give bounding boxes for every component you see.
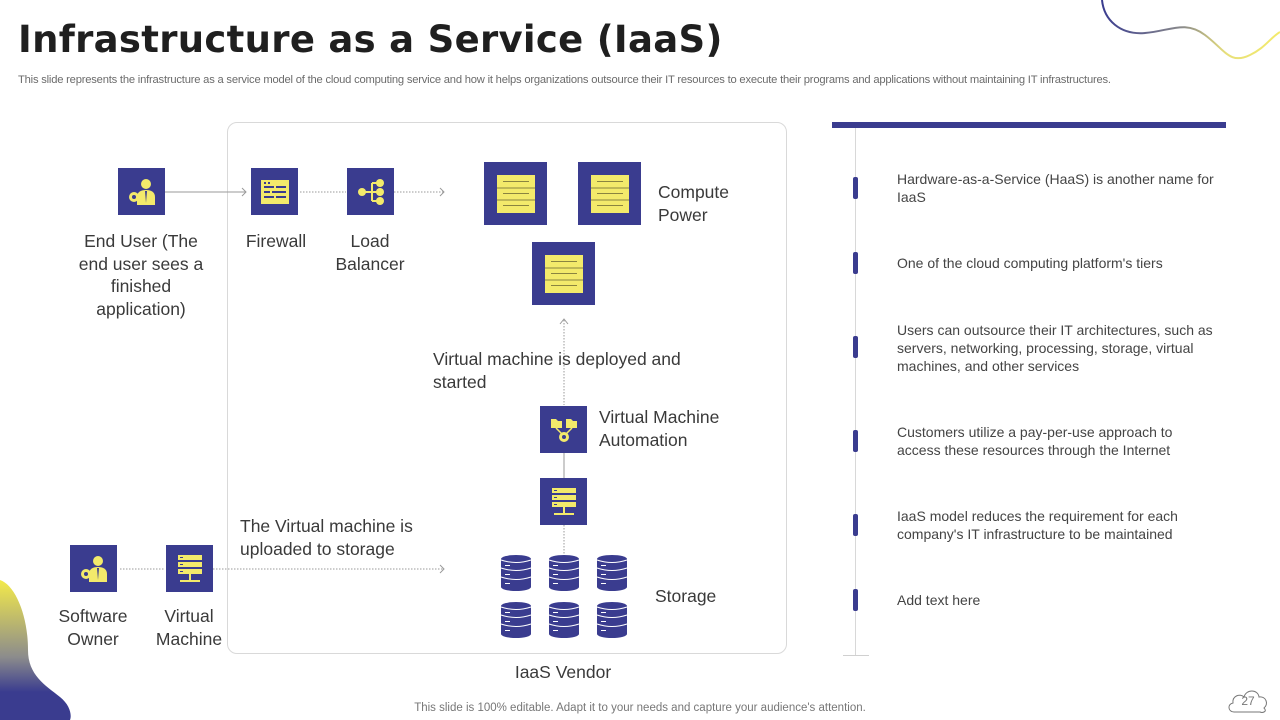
cloud-icon (1228, 690, 1267, 713)
compute-power-label: Compute Power (658, 182, 730, 225)
database-icon (548, 554, 580, 592)
load-balancer-icon (357, 178, 384, 205)
user-gear-icon (128, 178, 155, 205)
database-icon (596, 601, 628, 639)
software-owner-icon-box (70, 545, 117, 592)
vm-server-icon-box (540, 478, 587, 525)
firewall-icon (260, 179, 289, 204)
end-user-label: End User (The end user sees a finished a… (78, 231, 204, 319)
arrow-head (559, 318, 569, 325)
vm-automation-label: Virtual Machine Automation (599, 407, 720, 450)
uploaded-label: The Virtual machine is uploaded to stora… (240, 516, 413, 559)
list-marker (853, 514, 858, 536)
folder-gear-icon (550, 418, 577, 442)
connector-lines (120, 187, 569, 574)
list-item: Hardware-as-a-Service (HaaS) is another … (897, 171, 1214, 205)
sidebar-timeline-foot (843, 655, 869, 656)
sidebar-timeline (855, 128, 856, 655)
server-rack-icon (590, 174, 629, 213)
server-rack-icon (544, 254, 583, 293)
storage-databases (500, 554, 628, 639)
decorative-wave (1101, 0, 1280, 60)
arrow-head (439, 564, 445, 574)
arrow-head (241, 187, 247, 197)
list-marker (853, 589, 858, 611)
server-icon (177, 554, 202, 582)
list-marker (853, 336, 858, 358)
list-marker (853, 177, 858, 199)
page-title: Infrastructure as a Service (IaaS) (18, 18, 723, 61)
iaas-vendor-frame (227, 122, 787, 654)
list-marker (853, 430, 858, 452)
footer-note: This slide is 100% editable. Adapt it to… (414, 702, 866, 714)
compute-server-icon-box (578, 162, 641, 225)
arrow-head (439, 187, 445, 197)
firewall-label: Firewall (245, 231, 307, 251)
firewall-icon-box (251, 168, 298, 215)
page-number-badge: 27 (1226, 686, 1270, 714)
compute-server-icon-box (484, 162, 547, 225)
software-owner-label: Software Owner (58, 606, 128, 649)
server-icon (551, 487, 576, 515)
deployed-label: Virtual machine is deployed and started (433, 349, 681, 392)
load-balancer-icon-box (347, 168, 394, 215)
user-gear-icon (80, 555, 107, 582)
page-subtitle: This slide represents the infrastructure… (18, 74, 1111, 86)
database-icon (548, 601, 580, 639)
load-balancer-label: Load Balancer (335, 231, 405, 274)
end-user-icon-box (118, 168, 165, 215)
page-number: 27 (1241, 694, 1255, 708)
list-marker (853, 252, 858, 274)
virtual-machine-label: Virtual Machine (155, 606, 223, 649)
database-icon (500, 601, 532, 639)
list-item: Customers utilize a pay-per-use approach… (897, 424, 1173, 458)
list-item: IaaS model reduces the requirement for e… (897, 508, 1178, 542)
iaas-vendor-label: IaaS Vendor (514, 662, 612, 682)
virtual-machine-icon-box (166, 545, 213, 592)
storage-label: Storage (655, 586, 717, 606)
server-rack-icon (496, 174, 535, 213)
vm-automation-icon-box (540, 406, 587, 453)
decorative-blob (0, 580, 71, 720)
list-item: Add text here (897, 592, 981, 608)
sidebar-top-bar (832, 122, 1226, 128)
list-item: One of the cloud computing platform's ti… (897, 255, 1163, 271)
list-item: Users can outsource their IT architectur… (897, 322, 1213, 374)
compute-server-icon-box (532, 242, 595, 305)
database-icon (500, 554, 532, 592)
database-icon (596, 554, 628, 592)
